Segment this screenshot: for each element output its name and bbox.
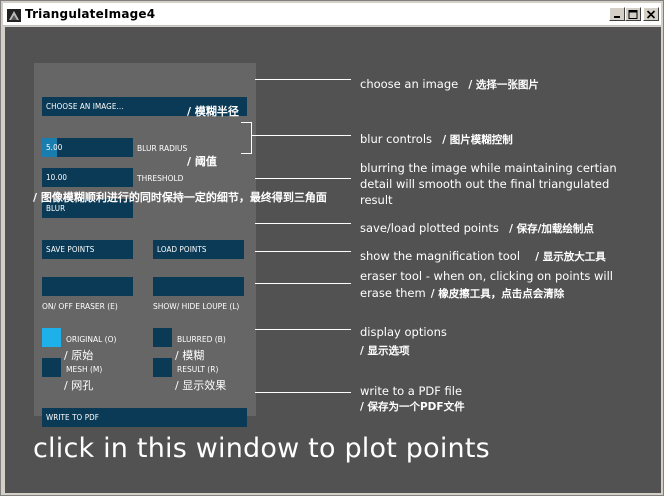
original-label: ORIGINAL (O) [66,335,117,344]
app-icon [7,7,21,22]
maximize-icon [628,10,638,19]
blur-radius-value: 5.00 [46,143,63,152]
loupe-label: SHOW/ HIDE LOUPE (L) [153,302,240,311]
loupe-toggle[interactable] [153,277,244,296]
original-checkbox[interactable] [42,328,61,347]
note-blur-controls-en: blur controls [360,132,433,146]
maximize-button[interactable] [625,7,641,21]
blurred-checkbox[interactable] [153,328,172,347]
blurred-label: BLURRED (B) [177,335,226,344]
note-blur-controls-zh: / 图片模糊控制 [442,134,513,146]
write-pdf-button[interactable]: WRITE TO PDF [42,408,247,427]
close-button[interactable] [643,7,659,21]
note-eraser-line2-en: erase them [360,286,426,300]
note-choose-image: choose an image / 选择一张图片 [360,73,539,92]
note-eraser-line2-zh: / 橡皮擦工具，点击点会清除 [430,288,565,300]
load-points-label: LOAD POINTS [157,245,207,254]
blur-button-label: BLUR [46,204,66,213]
eraser-label: ON/ OFF ERASER (E) [42,302,118,311]
note-choose-image-zh: / 选择一张图片 [468,79,539,91]
note-magnification-en: show the magnification tool [360,249,521,263]
note-save-load: save/load plotted points / 保存/加载绘制点 [360,217,594,236]
result-label-zh: / 显示效果 [175,379,227,392]
control-panel: CHOOSE AN IMAGE... 5.00 BLUR RADIUS 10.0… [34,63,256,427]
note-choose-image-en: choose an image [360,77,459,91]
mesh-checkbox[interactable] [42,358,61,377]
window-title: TriangulateImage4 [25,7,156,21]
connector-save-load [255,223,351,224]
threshold-label-zh: / 阈值 [187,155,217,168]
note-magnification: show the magnification tool / 显示放大工具 [360,245,606,264]
note-display-options-zh: / 显示选项 [360,345,410,357]
blur-radius-slider-fill [42,138,58,157]
threshold-value: 10.00 [46,173,68,182]
threshold-slider[interactable]: 10.00 [42,168,133,187]
save-points-label: SAVE POINTS [46,245,95,254]
note-display-options-en: display options [360,325,447,339]
note-blur-controls: blur controls / 图片模糊控制 [360,128,513,147]
load-points-button[interactable]: LOAD POINTS [153,240,244,259]
choose-image-label: CHOOSE AN IMAGE... [46,102,124,111]
result-checkbox[interactable] [153,358,172,377]
title-bar[interactable]: TriangulateImage4 [3,3,661,26]
mesh-label-zh: / 网孔 [64,379,94,392]
blur-button[interactable]: BLUR [42,199,133,218]
blur-radius-label: BLUR RADIUS [137,144,188,153]
minimize-button[interactable] [609,7,625,21]
blur-description-zh: / 图像模糊顺利进行的同时保持一定的细节，最终得到三角面 [33,191,327,204]
note-write-pdf-en: write to a PDF file [360,384,463,398]
note-blurring-line1: blurring the image while maintaining cer… [360,161,617,175]
note-save-load-zh: / 保存/加载绘制点 [509,223,594,235]
close-icon [646,10,656,19]
connector-write-pdf [255,392,351,393]
note-save-load-en: save/load plotted points [360,221,499,235]
note-blurring-line3: result [360,193,393,207]
blur-radius-slider[interactable]: 5.00 [42,138,133,157]
connector-display-options [255,329,351,330]
threshold-label: THRESHOLD [137,174,184,183]
minimize-icon [614,16,620,18]
original-label-zh: / 原始 [64,349,94,362]
save-points-button[interactable]: SAVE POINTS [42,240,133,259]
connector-blurring [255,178,351,179]
connector-blur-controls [251,135,351,136]
blurred-label-zh: / 模糊 [175,349,205,362]
mesh-label: MESH (M) [66,365,103,374]
note-write-pdf-zh: / 保存为一个PDF文件 [360,401,465,413]
eraser-toggle[interactable] [42,277,133,296]
drawing-canvas[interactable]: CHOOSE AN IMAGE... 5.00 BLUR RADIUS 10.0… [5,27,661,493]
result-label: RESULT (R) [177,365,219,374]
blur-radius-label-zh: / 模糊半径 [187,105,239,118]
blur-controls-bracket [241,122,252,154]
note-write-pdf: write to a PDF file / 保存为一个PDF文件 [360,383,465,415]
choose-image-button[interactable]: CHOOSE AN IMAGE... [42,97,247,116]
write-pdf-label: WRITE TO PDF [46,413,100,422]
note-display-options: display options / 显示选项 [360,323,447,361]
note-magnification-zh: / 显示放大工具 [535,251,606,263]
connector-choose-image [255,79,351,80]
note-blurring: blurring the image while maintaining cer… [360,160,617,208]
note-eraser-line1: eraser tool - when on, clicking on point… [360,269,613,283]
note-blurring-line2: detail will smooth out the final triangu… [360,177,610,191]
connector-magnification [255,251,351,252]
canvas-hint: click in this window to plot points [33,433,490,464]
connector-eraser [255,283,351,284]
note-eraser: eraser tool - when on, clicking on point… [360,269,613,302]
